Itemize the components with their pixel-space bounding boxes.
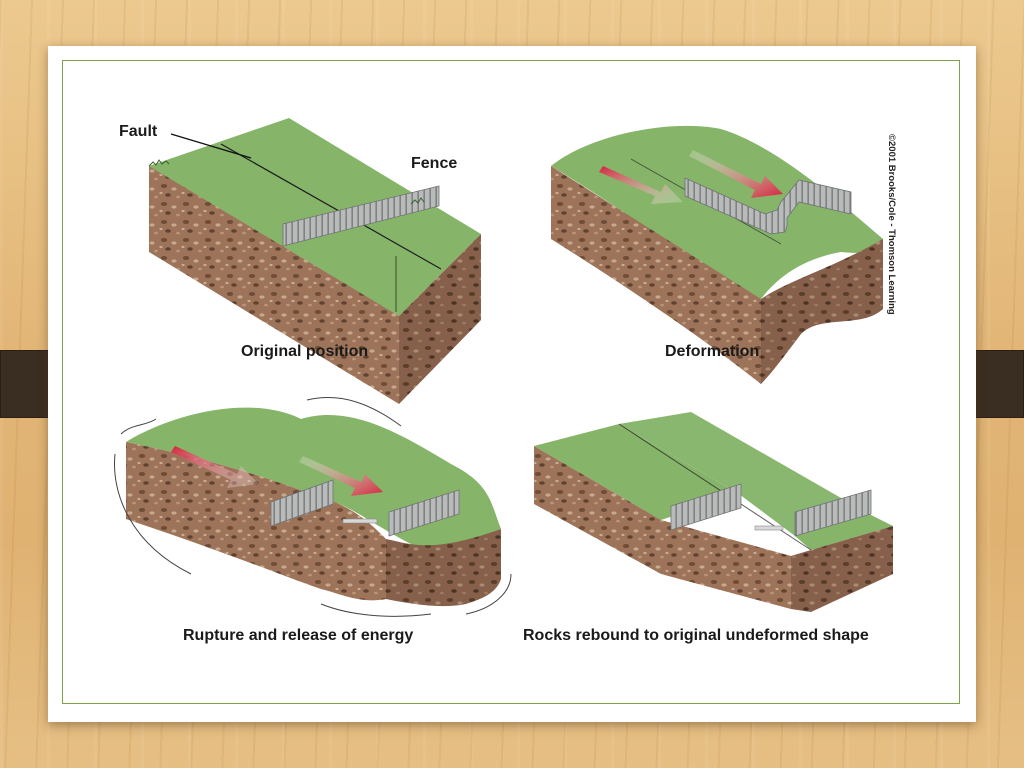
rock-side-rebound bbox=[811, 526, 893, 612]
ground-surface-deformed bbox=[551, 125, 883, 300]
panel-original bbox=[148, 118, 481, 404]
fence bbox=[282, 185, 440, 247]
arrow-left bbox=[599, 166, 683, 204]
panel-rebound bbox=[534, 412, 893, 612]
fence-broken-left bbox=[270, 479, 334, 527]
rock-front bbox=[149, 166, 399, 404]
fence-offset-right bbox=[794, 489, 872, 537]
rock-side bbox=[399, 234, 481, 404]
caption-rebound: Rocks rebound to original undeformed sha… bbox=[523, 627, 869, 644]
panel-deformation bbox=[551, 125, 883, 384]
rock-front-deformed bbox=[551, 166, 771, 384]
rock-front-ruptured bbox=[126, 442, 386, 601]
fence-label: Fence bbox=[411, 155, 457, 172]
caption-deformation: Deformation bbox=[665, 343, 759, 360]
fence-broken-right bbox=[388, 489, 460, 537]
slide-border bbox=[62, 60, 960, 704]
panel-rupture bbox=[114, 397, 512, 617]
fence-offset-left bbox=[670, 483, 742, 531]
rock-front-rebound bbox=[534, 446, 791, 609]
caption-original: Original position bbox=[241, 343, 368, 360]
rock-side-deformed bbox=[761, 239, 883, 384]
arrow-right bbox=[689, 150, 783, 198]
fence-deformed bbox=[684, 177, 852, 235]
fault-line bbox=[220, 143, 442, 270]
rock-side-ruptured bbox=[386, 529, 501, 607]
arrow-left-rupture bbox=[171, 446, 259, 488]
fault-label: Fault bbox=[119, 123, 158, 140]
arrow-right-rupture bbox=[299, 456, 383, 496]
caption-rupture: Rupture and release of energy bbox=[183, 627, 413, 644]
ground-left-block bbox=[534, 424, 739, 520]
fault-diagram: Fault Fence Original position Deformatio… bbox=[71, 74, 913, 650]
copyright-credit: ©2001 Brooks/Cole - Thomson Learning bbox=[886, 134, 897, 315]
